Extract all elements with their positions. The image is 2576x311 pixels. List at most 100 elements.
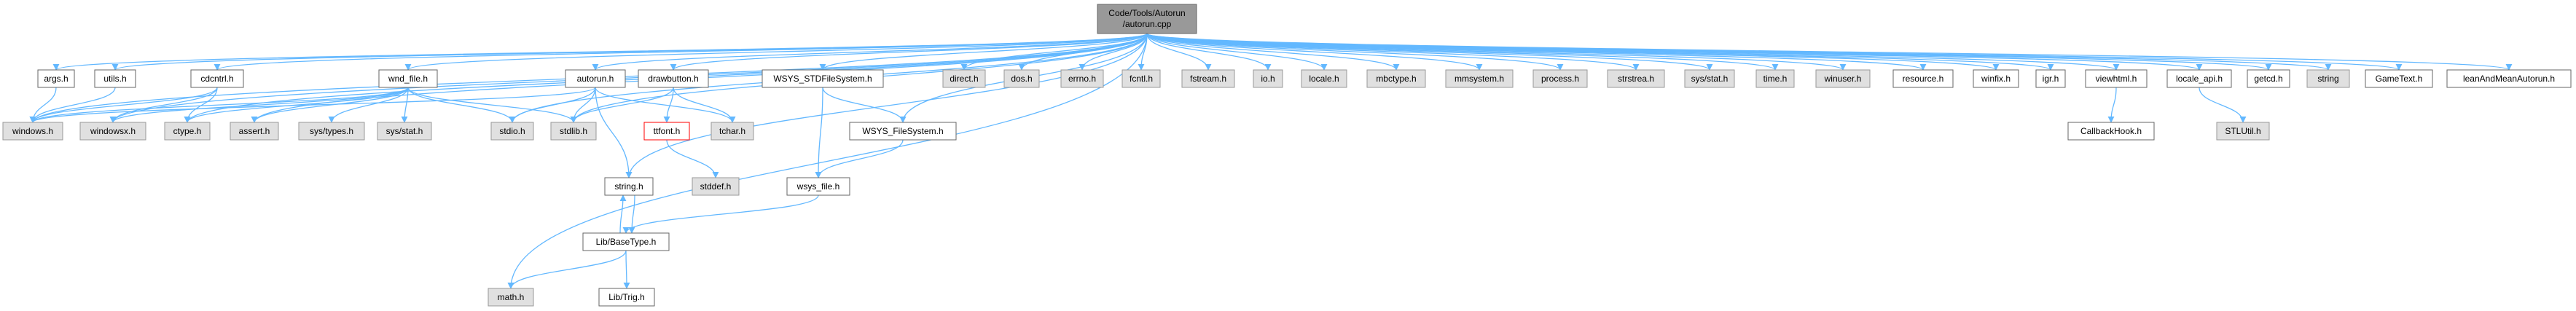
node-sysstat[interactable]: sys/stat.h — [377, 122, 432, 141]
node-systypes[interactable]: sys/types.h — [298, 122, 365, 141]
node-utils[interactable]: utils.h — [94, 69, 136, 88]
edge-wnd_file-to-ctype — [184, 87, 409, 123]
node-windowsx[interactable]: windowsx.h — [79, 122, 146, 141]
node-assert[interactable]: assert.h — [230, 122, 279, 141]
node-label: wnd_file.h — [388, 74, 428, 84]
node-label: sys/stat.h — [1691, 74, 1729, 84]
node-box — [762, 69, 884, 88]
edge-autorun_h-to-string_h — [595, 87, 633, 178]
node-wsys-file[interactable]: wsys_file.h — [786, 177, 850, 196]
node-direct[interactable]: direct.h — [942, 69, 986, 88]
node-fstream[interactable]: fstream.h — [1181, 69, 1235, 88]
node-resource[interactable]: resource.h — [1892, 69, 1954, 88]
node-root[interactable]: Code/Tools/Autorun/autorun.cpp — [1097, 4, 1197, 34]
node-process[interactable]: process.h — [1532, 69, 1588, 88]
node-label: string.h — [614, 181, 643, 192]
node-sysstat-top[interactable]: sys/stat.h — [1684, 69, 1735, 88]
node-viewhtml[interactable]: viewhtml.h — [2085, 69, 2148, 88]
edge-autorun_h-to-tchar — [595, 87, 736, 123]
node-std-fs[interactable]: WSYS_STDFileSystem.h — [762, 69, 884, 88]
node-leanmean[interactable]: leanAndMeanAutorun.h — [2446, 69, 2572, 88]
node-stddef[interactable]: stddef.h — [692, 177, 740, 196]
node-autorun-h[interactable]: autorun.h — [565, 69, 626, 88]
node-mmsystem[interactable]: mmsystem.h — [1445, 69, 1514, 88]
node-args[interactable]: args.h — [37, 69, 75, 88]
node-label: errno.h — [1068, 74, 1096, 84]
node-trig[interactable]: Lib/Trig.h — [598, 288, 655, 307]
node-box — [37, 69, 75, 88]
edge-root-to-igr — [1146, 33, 2054, 71]
edge-std_fs-to-wsys_fs — [822, 87, 907, 123]
node-mbctype[interactable]: mbctype.h — [1366, 69, 1426, 88]
node-basetype[interactable]: Lib/BaseType.h — [582, 232, 670, 251]
node-box — [2067, 122, 2155, 141]
node-wsys-fs[interactable]: WSYS_FileSystem.h — [849, 122, 957, 141]
node-label: mmsystem.h — [1455, 74, 1504, 84]
node-box — [1366, 69, 1426, 88]
node-wnd-file[interactable]: wnd_file.h — [378, 69, 438, 88]
node-dos[interactable]: dos.h — [1003, 69, 1040, 88]
node-tchar[interactable]: tchar.h — [710, 122, 754, 141]
node-errno[interactable]: errno.h — [1060, 69, 1104, 88]
node-callbackhook[interactable]: CallbackHook.h — [2067, 122, 2155, 141]
node-box — [377, 122, 432, 141]
node-fcntl[interactable]: fcntl.h — [1121, 69, 1161, 88]
node-locale-api[interactable]: locale_api.h — [2166, 69, 2232, 88]
node-label: direct.h — [950, 74, 978, 84]
node-label: tchar.h — [719, 126, 745, 136]
node-box — [94, 69, 136, 88]
edge-root-to-string — [1146, 33, 2332, 71]
edge-root-to-math — [507, 33, 1148, 289]
node-string[interactable]: string — [2306, 69, 2350, 88]
edge-root-to-fstream — [1146, 33, 1212, 71]
node-locale[interactable]: locale.h — [1301, 69, 1347, 88]
node-label: igr.h — [2043, 74, 2059, 84]
edge-wnd_file-to-sysstat — [401, 87, 409, 123]
edge-root-to-cdcntrl — [214, 33, 1148, 71]
node-box — [710, 122, 754, 141]
node-string-h[interactable]: string.h — [604, 177, 654, 196]
node-box — [190, 69, 244, 88]
edge-root-to-wnd_file — [404, 33, 1148, 71]
node-math[interactable]: math.h — [488, 288, 534, 307]
node-ctype[interactable]: ctype.h — [164, 122, 211, 141]
node-label: winfix.h — [1981, 74, 2011, 84]
node-cdcntrl[interactable]: cdcntrl.h — [190, 69, 244, 88]
node-igr[interactable]: igr.h — [2035, 69, 2066, 88]
node-box — [565, 69, 626, 88]
node-label: windowsx.h — [90, 126, 136, 136]
node-box — [2446, 69, 2572, 88]
node-ttfont[interactable]: ttfont.h — [643, 122, 690, 141]
node-label: utils.h — [103, 74, 126, 84]
node-stlutil[interactable]: STLUtil.h — [2216, 122, 2270, 141]
node-label: locale_api.h — [2176, 74, 2223, 84]
node-box — [230, 122, 279, 141]
node-box — [490, 122, 534, 141]
node-box — [488, 288, 534, 307]
node-label: fstream.h — [1190, 74, 1226, 84]
node-winuser[interactable]: winuser.h — [1815, 69, 1871, 88]
node-box — [2216, 122, 2270, 141]
node-windows[interactable]: windows.h — [2, 122, 63, 141]
node-stdlib[interactable]: stdlib.h — [550, 122, 597, 141]
node-drawbutton[interactable]: drawbutton.h — [638, 69, 709, 88]
node-winfix[interactable]: winfix.h — [1973, 69, 2019, 88]
node-label: resource.h — [1903, 74, 1944, 84]
node-io[interactable]: io.h — [1253, 69, 1283, 88]
node-strstrea[interactable]: strstrea.h — [1607, 69, 1665, 88]
node-label: strstrea.h — [1618, 74, 1654, 84]
edge-wsys_fs-to-wsys_file — [815, 139, 904, 178]
node-gametext[interactable]: GameText.h — [2365, 69, 2433, 88]
node-stdio[interactable]: stdio.h — [490, 122, 534, 141]
node-label: stdlib.h — [560, 126, 587, 136]
edge-basetype-to-trig — [623, 250, 630, 289]
node-box — [638, 69, 709, 88]
edge-autorun_h-to-windows — [29, 87, 596, 123]
node-box — [2035, 69, 2066, 88]
node-box — [598, 288, 655, 307]
edge-wnd_file-to-stdlib — [407, 87, 577, 123]
node-box — [164, 122, 211, 141]
node-getcd[interactable]: getcd.h — [2247, 69, 2290, 88]
node-time[interactable]: time.h — [1755, 69, 1795, 88]
node-label: mbctype.h — [1376, 74, 1416, 84]
